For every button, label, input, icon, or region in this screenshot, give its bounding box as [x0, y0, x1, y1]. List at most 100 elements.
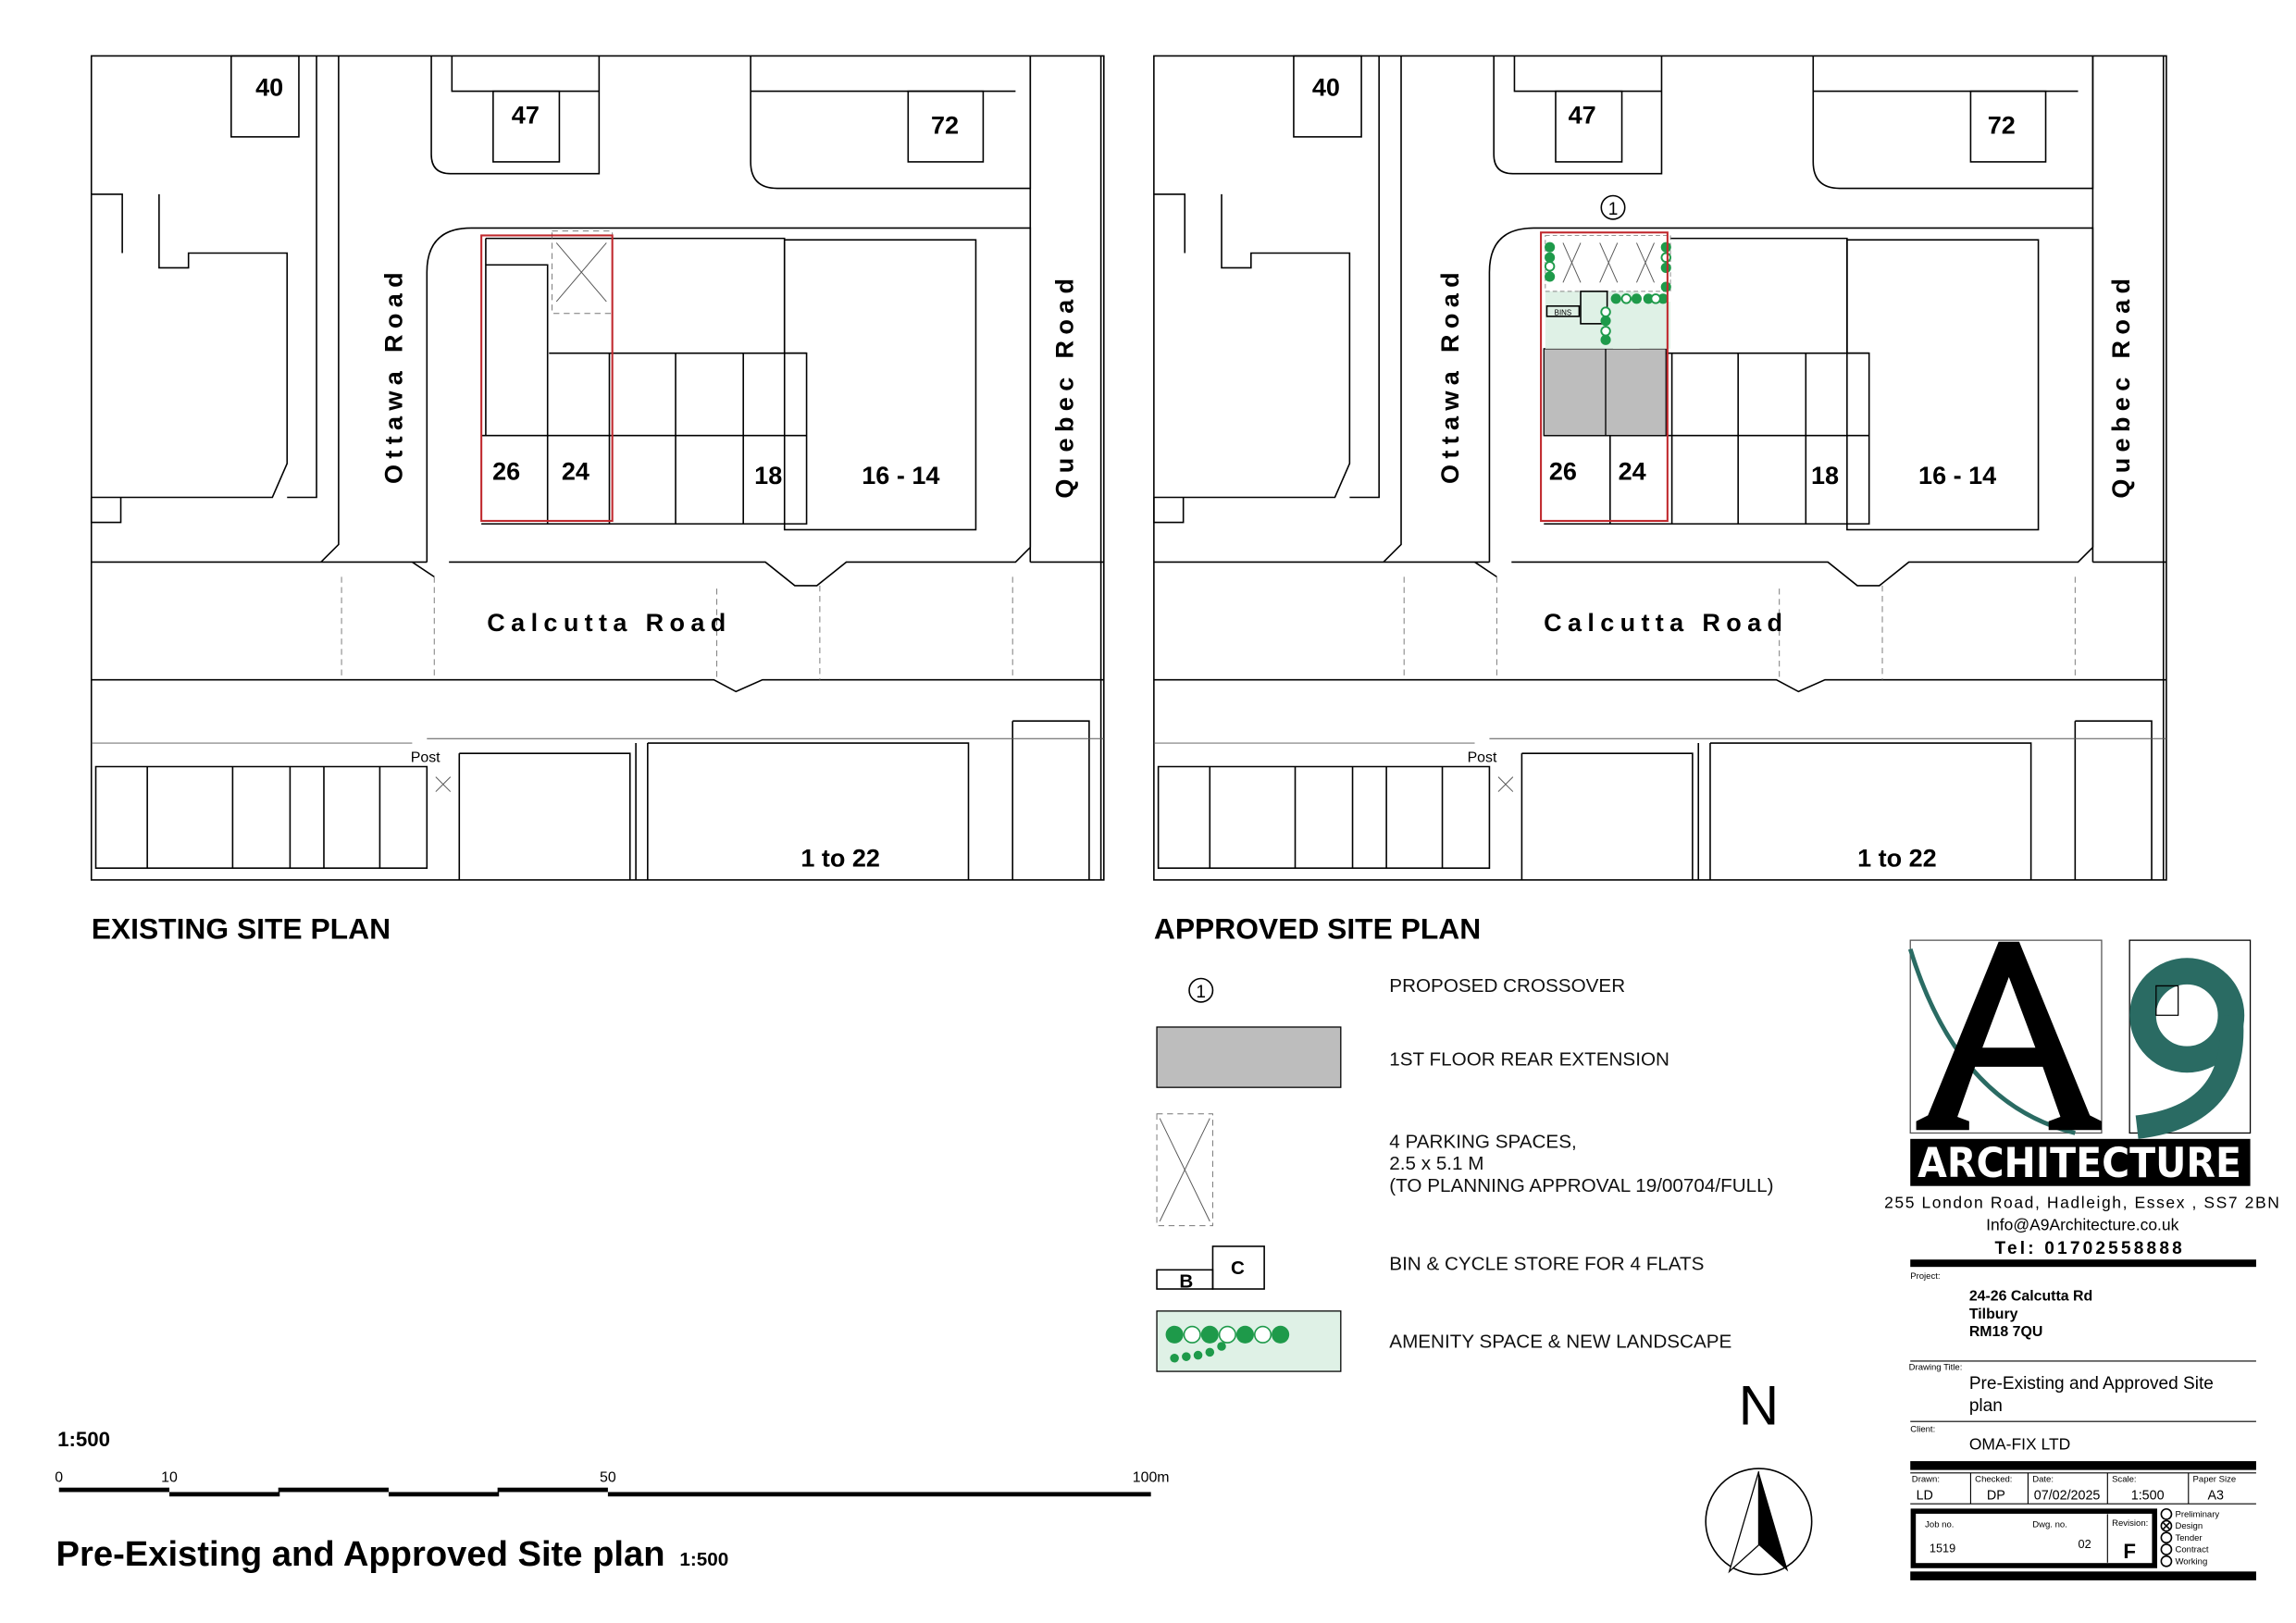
extension-26 [1543, 348, 1607, 437]
scale-value: 1:500 [2131, 1488, 2165, 1503]
scale-bar-ratio: 1:500 [57, 1428, 110, 1451]
crossover-marker-icon [1188, 977, 1214, 1003]
legend-extension: 1ST FLOOR REAR EXTENSION [1389, 1048, 1669, 1070]
landscape-planting [1545, 242, 1671, 345]
bin-store [1545, 304, 1581, 317]
paper-size-value: A3 [2207, 1488, 2224, 1503]
checked-value: DP [1987, 1488, 2005, 1503]
existing-plan-heading: EXISTING SITE PLAN [92, 912, 391, 946]
legend-bin-store: BIN & CYCLE STORE FOR 4 FLATS [1389, 1253, 1704, 1274]
project-line-1: 24-26 Calcutta Rd [1969, 1289, 2092, 1305]
status-selected-mark [2162, 1521, 2171, 1530]
post-label: Post [411, 750, 441, 766]
sheet-title-line: Pre-Existing and Approved Site plan 1:500 [56, 1534, 729, 1574]
sheet-title-scale: 1:500 [679, 1549, 728, 1570]
company-address: 255 London Road, Hadleigh, Essex , SS7 2… [1884, 1194, 2280, 1212]
road-label-calcutta: Calcutta Road [1544, 609, 1788, 637]
approved-plan-heading: APPROVED SITE PLAN [1154, 912, 1481, 946]
date-label: Date: [2032, 1474, 2054, 1484]
north-label: N [1739, 1373, 1780, 1436]
building-label-47: 47 [512, 102, 540, 130]
paper-size-label: Paper Size [2193, 1474, 2237, 1484]
checked-label: Checked: [1975, 1474, 2012, 1484]
company-email[interactable]: Info@A9Architecture.co.uk [1986, 1215, 2178, 1233]
job-no-value: 1519 [1930, 1542, 1955, 1555]
legend-crossover: PROPOSED CROSSOVER [1389, 975, 1625, 997]
legend-amenity: AMENITY SPACE & NEW LANDSCAPE [1389, 1332, 1731, 1353]
parking-area [551, 230, 614, 315]
parking-hatch [1562, 242, 1655, 283]
drawn-value: LD [1917, 1488, 1933, 1503]
project-line-2: Tilbury [1969, 1307, 2018, 1322]
status-tender: Tender [2175, 1533, 2203, 1543]
scale-tick-10: 10 [161, 1469, 178, 1485]
legend: 1 PROPOSED CROSSOVER 1ST FLOOR REAR EXTE… [1156, 975, 1774, 1372]
company-logo: ARCHITECTURE [1907, 939, 2252, 1187]
revision-label: Revision: [2112, 1518, 2148, 1529]
parking-hatch [555, 242, 607, 303]
house-label-18: 18 [1811, 462, 1839, 489]
house-label-26: 26 [1549, 457, 1577, 485]
status-contract: Contract [2175, 1545, 2208, 1555]
house-label-18: 18 [754, 462, 782, 489]
post-label: Post [1468, 750, 1497, 766]
revision-value: F [2123, 1540, 2136, 1563]
road-label-ottawa: Ottawa Road [1436, 266, 1464, 484]
status-working: Working [2175, 1556, 2207, 1567]
drawing-title-line-2: plan [1969, 1396, 2003, 1416]
date-value: 07/02/2025 [2034, 1488, 2101, 1503]
building-label-40: 40 [1312, 73, 1340, 101]
building-label-40: 40 [255, 73, 283, 101]
project-line-3: RM18 7QU [1969, 1324, 2042, 1340]
scale-tick-50: 50 [600, 1469, 616, 1485]
legend-crossover-number: 1 [1196, 983, 1206, 1002]
building-label-72: 72 [931, 112, 959, 140]
legend-parking-line-3: (TO PLANNING APPROVAL 19/00704/FULL) [1389, 1175, 1773, 1196]
crossover-marker [1600, 194, 1626, 220]
scale-tick-100: 100m [1133, 1469, 1170, 1485]
title-block: ARCHITECTURE 255 London Road, Hadleigh, … [1884, 939, 2280, 1580]
crossover-marker-number: 1 [1608, 200, 1619, 219]
approved-site-plan: BINS 1 40 47 72 26 24 18 16 - 14 1 to 22… [1153, 55, 2167, 946]
status-checklist: Preliminary Design Tender Contract Worki… [2160, 1507, 2219, 1567]
logo-numeral-9 [2129, 958, 2245, 1139]
road-label-quebec: Quebec Road [1050, 273, 1078, 499]
drawing-title-label: Drawing Title: [1909, 1362, 1963, 1372]
extension-24 [1605, 348, 1667, 437]
building-label-47: 47 [1569, 102, 1596, 130]
site-boundary [1540, 231, 1669, 522]
status-preliminary: Preliminary [2175, 1510, 2219, 1520]
legend-cycle-swatch [1211, 1245, 1265, 1290]
dwg-no-label: Dwg. no. [2032, 1520, 2067, 1530]
drawn-label: Drawn: [1912, 1474, 1940, 1484]
company-name: ARCHITECTURE [1917, 1140, 2241, 1187]
flats-label: 1 to 22 [1857, 845, 1937, 873]
site-boundary [480, 234, 614, 522]
dwg-no-value: 02 [2079, 1537, 2091, 1551]
flats-label: 1 to 22 [800, 845, 880, 873]
company-tel: Tel: 01702558888 [1995, 1239, 2185, 1258]
drawing-title-line-1: Pre-Existing and Approved Site [1969, 1374, 2214, 1394]
road-label-calcutta: Calcutta Road [487, 609, 731, 637]
house-label-24: 24 [1619, 457, 1646, 485]
status-design: Design [2175, 1521, 2203, 1531]
sheet-title: Pre-Existing and Approved Site plan [56, 1534, 665, 1574]
logo-letter-a [1916, 941, 2102, 1131]
building-label-72: 72 [1988, 112, 2016, 140]
legend-bin-letter: B [1179, 1270, 1193, 1292]
amenity-space-east [1613, 301, 1671, 349]
north-arrow: N [1705, 1373, 1813, 1576]
house-label-26: 26 [492, 457, 520, 485]
client-name: OMA-FIX LTD [1969, 1434, 2070, 1453]
house-label-16-14: 16 - 14 [862, 462, 939, 489]
legend-landscape-icon [1165, 1325, 1290, 1363]
scale-label: Scale: [2112, 1474, 2137, 1484]
road-label-ottawa: Ottawa Road [379, 266, 407, 484]
legend-extension-swatch [1156, 1026, 1342, 1088]
scale-bar: 1:500 0 10 50 100m [55, 1428, 1170, 1497]
legend-parking-line-2: 2.5 x 5.1 M [1389, 1153, 1483, 1174]
house-label-24: 24 [562, 457, 590, 485]
existing-site-plan: 40 47 72 26 24 18 16 - 14 1 to 22 Post O… [90, 55, 1105, 946]
legend-parking-line-1: 4 PARKING SPACES, [1389, 1131, 1576, 1152]
